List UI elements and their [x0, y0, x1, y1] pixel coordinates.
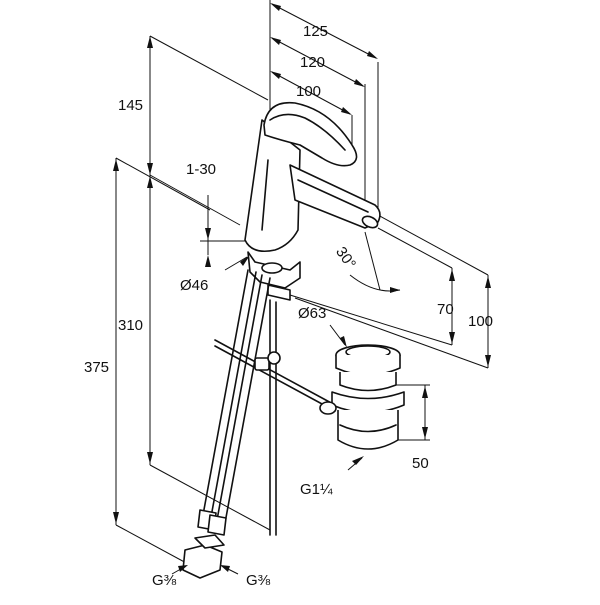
dim-label-310: 310	[118, 317, 143, 334]
dimension-dia-46: Ø46	[180, 255, 250, 294]
label-g3-8-right: G⅜	[220, 565, 271, 589]
dimension-125: 125	[269, 0, 379, 215]
dimension-dia-63: Ø63	[298, 305, 347, 348]
dim-label-375: 375	[84, 359, 109, 376]
hose-connectors	[182, 509, 227, 579]
label-g3-8-left: G⅜	[152, 565, 188, 589]
dim-label-145: 145	[118, 97, 143, 114]
dim-label-1-30: 1-30	[186, 161, 216, 178]
dim-label-100-right: 100	[468, 313, 493, 330]
dim-label-100: 100	[296, 83, 321, 100]
dim-label-70: 70	[437, 301, 454, 318]
thread-label-g3-8-right: G⅜	[246, 572, 271, 589]
dim-label-dia-63: Ø63	[298, 305, 326, 322]
thread-label-g1-1-4: G1¼	[300, 481, 333, 498]
dim-label-dia-46: Ø46	[180, 277, 208, 294]
thread-label-g3-8-left: G⅜	[152, 572, 177, 589]
popup-waste	[319, 344, 405, 450]
dimension-375: 375	[84, 157, 211, 566]
dim-label-120: 120	[300, 54, 325, 71]
dim-label-angle-30: 30°	[332, 244, 359, 272]
dimension-1-30: 1-30	[186, 161, 250, 267]
dim-label-50: 50	[412, 455, 429, 472]
faucet-body	[244, 101, 381, 253]
dimension-100: 100	[270, 71, 353, 150]
dimension-100-right: 100	[294, 214, 493, 369]
dimension-70: 70	[289, 227, 455, 346]
dimension-145: 145	[118, 35, 269, 175]
supply-hoses	[202, 269, 277, 536]
dimension-310: 310	[118, 174, 271, 531]
dimension-angle-30: 30°	[332, 231, 401, 293]
dimension-120: 120	[270, 37, 366, 205]
label-g1-1-4: G1¼	[300, 456, 364, 498]
drain-rod	[214, 339, 336, 412]
dim-label-125: 125	[303, 23, 328, 40]
dimension-50: 50	[393, 384, 430, 472]
